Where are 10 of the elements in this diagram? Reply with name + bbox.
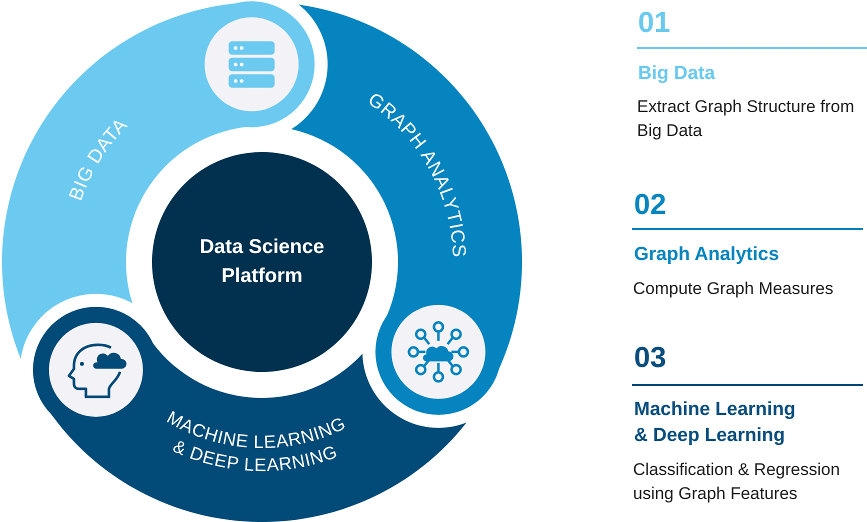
step-description: Classification & Regression using Graph Features [633, 459, 841, 505]
step-description: Extract Graph Structure from Big Data [637, 96, 856, 142]
step-title: Big Data [638, 62, 716, 86]
step-title: Machine Learning & Deep Learning [634, 398, 797, 448]
step-description: Compute Graph Measures [633, 278, 834, 300]
step-title: Graph Analytics [634, 243, 780, 267]
step-number: 01 [638, 6, 670, 40]
center-label: Data Science Platform [198, 235, 326, 289]
step-number: 02 [634, 188, 666, 222]
step-number: 03 [634, 341, 666, 375]
